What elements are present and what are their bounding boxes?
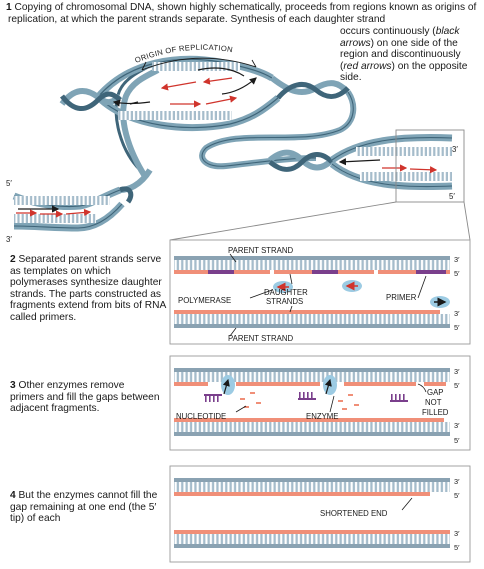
panel-3: NUCLEOTIDE ENZYME GAP NOT FILLED 3′ 5′ 3…: [169, 355, 471, 451]
step-3-caption: 3 Other enzymes remove primers and fill …: [10, 380, 160, 415]
step-4-caption: 4 But the enzymes cannot fill the gap re…: [10, 490, 160, 525]
panel2-5prime-bottom: 5′: [454, 323, 460, 332]
step-2-caption: 2 Separated parent strands serve as temp…: [10, 254, 166, 324]
panel-2-frame: [169, 239, 471, 345]
panel3-gap-label-3: FILLED: [422, 408, 449, 417]
panel3-gap-label-2: NOT: [425, 398, 442, 407]
panel4-5prime-top: 5′: [454, 491, 460, 500]
panel2-primer-label: PRIMER: [386, 293, 417, 302]
step-2-number: 2: [10, 254, 16, 265]
panel4-shortened-end-label: SHORTENED END: [320, 509, 388, 518]
step-1-cont-b: ) on one side of the region and disconti…: [340, 37, 461, 72]
dna-chromosome-illustration: [12, 55, 453, 232]
zoom-callout-box: [395, 129, 465, 203]
step-1-continued: occurs continuously (black arrows) on on…: [340, 26, 476, 84]
panel2-3prime-bottom: 3′: [454, 309, 460, 318]
top-right-3prime-label: 3′: [452, 145, 458, 154]
panel4-3prime-bottom: 3′: [454, 529, 460, 538]
panel2-polymerase-label: POLYMERASE: [178, 296, 231, 305]
step-1-caption: 1 Copying of chromosomal DNA, shown high…: [6, 2, 478, 25]
panel2-daughter-label-1: DAUGHTER: [264, 288, 308, 297]
panel4-5prime-bottom: 5′: [454, 543, 460, 552]
step-4-text: But the enzymes cannot fill the gap rema…: [10, 490, 158, 525]
step-1-cont-c: ) on the opposite side.: [340, 60, 468, 84]
step-3-number: 3: [10, 380, 16, 391]
panel3-3prime-top: 3′: [454, 367, 460, 376]
panel2-3prime-top: 3′: [454, 255, 460, 264]
panel3-3prime-bottom: 3′: [454, 421, 460, 430]
top-left-3prime-label: 3′: [6, 235, 12, 244]
top-right-5prime-label: 5′: [449, 192, 455, 201]
panel2-daughter-label-2: STRANDS: [266, 297, 303, 306]
panel3-nucleotide-label: NUCLEOTIDE: [176, 412, 226, 421]
panel2-parent-strand-top-label: PARENT STRAND: [228, 246, 293, 255]
zoom-connector-left: [169, 201, 397, 241]
step-2-text: Separated parent strands serve as templa…: [10, 254, 166, 323]
zoom-connector-right: [463, 201, 471, 241]
panel3-enzyme-label: ENZYME: [306, 412, 339, 421]
black-arrows-note: black arrows: [340, 26, 460, 49]
panel3-gap-label-1: GAP: [427, 388, 443, 397]
step-1-number: 1: [6, 2, 12, 13]
step-1-text: Copying of chromosomal DNA, shown highly…: [8, 2, 477, 25]
panel4-3prime-top: 3′: [454, 477, 460, 486]
top-left-5prime-label: 5′: [6, 179, 12, 188]
panel3-5prime-top: 5′: [454, 381, 460, 390]
panel2-parent-strand-bottom-label: PARENT STRAND: [228, 334, 293, 343]
panel-4: SHORTENED END 3′ 5′ 3′ 5′: [169, 465, 471, 563]
red-arrows-note: red arrows: [343, 60, 392, 72]
panel3-5prime-bottom: 5′: [454, 436, 460, 445]
panel-2: PARENT STRAND DAUGHTER STRANDS POLYMERAS…: [169, 239, 471, 345]
step-4-number: 4: [10, 490, 16, 501]
step-1-cont-a: occurs continuously (: [340, 26, 436, 37]
step-3-text: Other enzymes remove primers and fill th…: [10, 380, 160, 415]
panel2-5prime-top: 5′: [454, 269, 460, 278]
